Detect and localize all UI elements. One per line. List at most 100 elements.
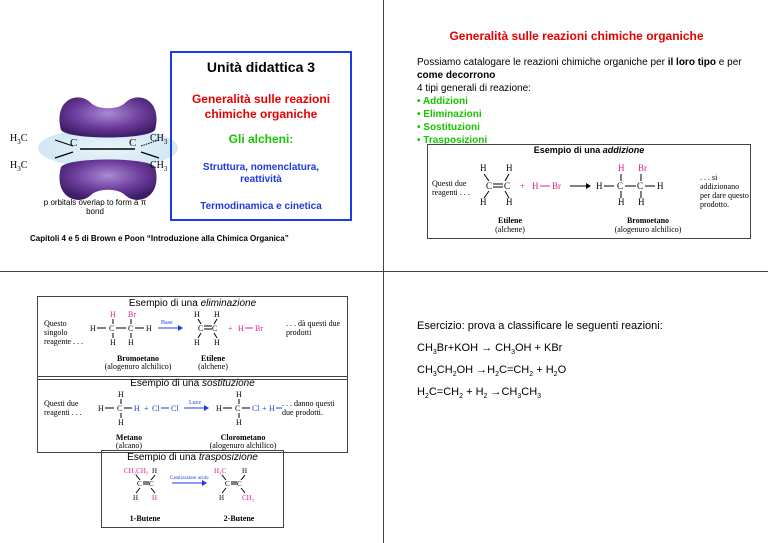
addition-right-note: . . . si addizionano per dare questo pro…	[700, 173, 749, 209]
svg-text:H: H	[133, 494, 138, 502]
svg-text:C: C	[212, 324, 217, 333]
addition-product-class: (alogenuro alchilico)	[614, 225, 682, 234]
svg-text:H: H	[638, 197, 645, 207]
rearrangement-product-name: 2-Butene	[223, 514, 255, 523]
svg-text:H: H	[110, 310, 116, 319]
intro-bold-2: come decorrono	[417, 70, 496, 81]
topics-text: Struttura, nomenclatura, reattività	[202, 162, 320, 185]
svg-text:C: C	[235, 404, 240, 413]
unit-subtitle: Generalità sulle reazioni chimiche organ…	[191, 92, 331, 121]
substitution-example-box: Esempio di una sostituzione Questi due r…	[37, 376, 348, 453]
substitution-right-note: . . . danno questi due prodotti.	[282, 399, 335, 417]
svg-text:H: H	[118, 418, 124, 427]
addition-reactant-class: (alchene)	[495, 225, 525, 234]
svg-text:H: H	[236, 390, 242, 399]
svg-text:Br: Br	[638, 163, 647, 173]
svg-text:H: H	[657, 181, 664, 191]
elimination-arrow-label: Base	[161, 320, 173, 326]
svg-text:H: H	[214, 310, 220, 319]
addition-left-note: Questi due reagenti . . .	[432, 179, 470, 197]
svg-text:C: C	[109, 324, 114, 333]
rearrangement-reagent-name: 1-Butene	[129, 514, 161, 523]
svg-text:H: H	[110, 338, 116, 347]
elimination-example-box: Esempio di una eliminazione Questo singo…	[37, 296, 348, 380]
addition-product-name: Bromoetano	[626, 216, 670, 225]
svg-text:H: H	[480, 197, 487, 207]
mol-label-ch3-top: CH3	[150, 133, 168, 147]
svg-text:CH₂CH₃: CH₂CH₃	[124, 467, 149, 475]
slide2-title: Generalità sulle reazioni chimiche organ…	[449, 29, 704, 43]
svg-text:Br: Br	[552, 181, 561, 191]
type-item-rearrangements: • Trasposizioni	[417, 135, 488, 146]
elimination-right-note: . . . dà questi due prodotti	[286, 319, 341, 337]
svg-text:C: C	[198, 324, 203, 333]
intro-bold-1: il loro tipo	[667, 57, 717, 68]
rearrangement-arrow-label: Catalizzatore acido	[170, 476, 209, 481]
svg-text:H: H	[480, 163, 487, 173]
svg-text:C: C	[128, 324, 133, 333]
svg-text:C: C	[117, 404, 122, 413]
mol-label-h3c-bottom: H3C	[10, 160, 28, 174]
elimination-reagent-name: Bromoetano	[116, 354, 160, 363]
svg-text:CH₃: CH₃	[242, 494, 255, 502]
svg-text:H: H	[98, 404, 104, 413]
substitution-title: Esempio di una sostituzione	[130, 378, 255, 389]
title-box: Unità didattica 3 Generalità sulle reazi…	[170, 51, 352, 221]
elimination-left-note: Questo singolo reagente . . .	[44, 319, 84, 346]
intro-part-1: Possiamo catalogare le reazioni chimiche…	[417, 57, 668, 68]
unit-title: Unità didattica 3	[206, 59, 316, 75]
reaction-2: CH3CH2OH →H2C=CH2 + H2O	[417, 364, 567, 379]
svg-text:C: C	[504, 181, 510, 191]
type-item-eliminations: • Eliminazioni	[417, 109, 482, 120]
svg-text:H: H	[242, 467, 247, 475]
svg-text:C: C	[225, 480, 230, 488]
svg-text:H: H	[214, 338, 220, 347]
slide2-intro: Possiamo catalogare le reazioni chimiche…	[417, 56, 747, 147]
svg-text:H: H	[506, 197, 513, 207]
svg-text:H: H	[194, 338, 200, 347]
svg-text:H: H	[152, 467, 157, 475]
svg-text:Br: Br	[128, 310, 136, 319]
svg-text:H: H	[128, 338, 134, 347]
mol-label-c-right: C	[129, 137, 137, 149]
substitution-reagent-name: Metano	[115, 433, 143, 442]
svg-text:H: H	[90, 324, 96, 333]
svg-text:+: +	[144, 404, 149, 413]
svg-text:H: H	[216, 404, 222, 413]
pi-bond-orbital-illustration	[38, 97, 178, 200]
slide-1: H3C C C CH3 H3C CH3 p orbitals overlap t…	[0, 0, 383, 270]
alkenes-heading: Gli alcheni:	[228, 132, 294, 146]
svg-text:H: H	[618, 197, 625, 207]
reaction-3: H2C=CH2 + H2 →CH3CH3	[417, 386, 542, 401]
svg-text:C: C	[237, 480, 242, 488]
svg-text:H: H	[194, 310, 200, 319]
addition-box-title: Esempio di una addizione	[533, 145, 645, 155]
svg-text:H: H	[236, 418, 242, 427]
svg-text:+: +	[228, 324, 233, 333]
types-heading: 4 tipi generali di reazione:	[417, 83, 531, 94]
svg-text:Cl: Cl	[171, 404, 179, 413]
svg-text:H: H	[146, 324, 152, 333]
svg-text:+: +	[262, 404, 267, 413]
svg-text:C: C	[637, 181, 643, 191]
substitution-product-name: Clorometano	[220, 433, 266, 442]
slide-3: Esempio di una eliminazione Questo singo…	[0, 272, 383, 542]
svg-text:H: H	[596, 181, 603, 191]
svg-text:H: H	[118, 390, 124, 399]
svg-text:+: +	[520, 181, 525, 191]
slide-divider-horizontal	[0, 271, 768, 272]
svg-text:H: H	[618, 163, 625, 173]
elimination-title: Esempio di una eliminazione	[128, 298, 257, 309]
slide-2: Generalità sulle reazioni chimiche organ…	[385, 0, 768, 270]
exercise-prompt: Esercizio: prova a classificare le segue…	[417, 320, 663, 332]
svg-text:H: H	[219, 494, 224, 502]
substitution-reagent-class: (alcano)	[115, 441, 143, 450]
svg-text:H: H	[134, 404, 140, 413]
svg-text:H: H	[152, 494, 157, 502]
mol-label-ch3-bottom: CH3	[150, 160, 168, 174]
svg-text:H: H	[532, 181, 539, 191]
mol-label-c-left: C	[70, 137, 78, 149]
